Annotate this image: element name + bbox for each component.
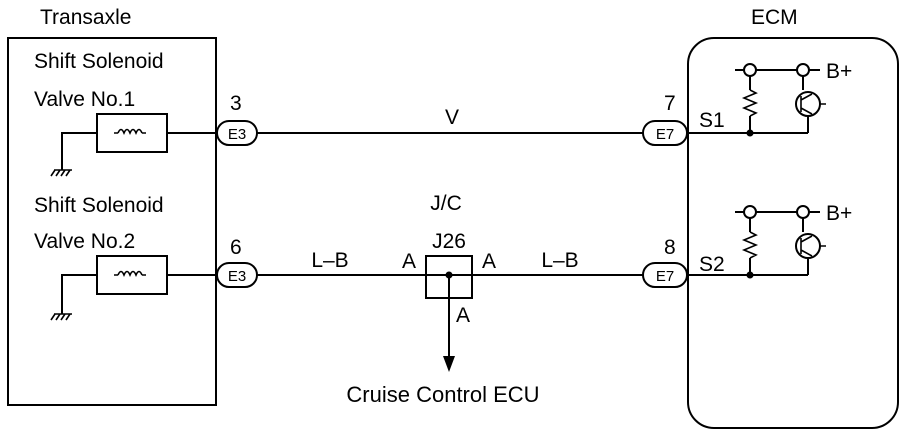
connector-e3-top-name: E3 (228, 126, 246, 143)
junction-dot-icon (746, 129, 754, 137)
terminal-circle-icon (743, 63, 757, 77)
ecm-title: ECM (751, 6, 798, 29)
junction-bottom-pin: A (456, 304, 470, 327)
transaxle-title: Transaxle (40, 6, 131, 29)
connector-e3-bottom-pin: 6 (230, 236, 242, 259)
arrow-down-icon (443, 356, 455, 372)
resistor-icon (741, 89, 759, 117)
connector-e7-top: 7 E7 (642, 92, 688, 146)
wire-top: V (257, 106, 643, 134)
wire-top-color: V (445, 106, 459, 129)
wire-bottom-right-color: L–B (541, 249, 578, 272)
junction-title: J/C (430, 192, 462, 215)
b-plus-1: B+ (826, 60, 852, 83)
driver-circuit-2: B+ (688, 202, 852, 279)
terminal-circle-icon (743, 205, 757, 219)
solenoid2-coil-icon (114, 270, 146, 278)
connector-e7-top-pin: 7 (664, 92, 676, 115)
connector-e7-top-name: E7 (656, 126, 674, 143)
connector-e3-bottom: 6 E3 (216, 236, 258, 288)
terminal-circle-icon (796, 205, 810, 219)
solenoid1-symbol (50, 113, 216, 177)
ground-icon-1 (50, 169, 72, 177)
junction-left-pin: A (402, 250, 416, 273)
terminal-s1: S1 (699, 109, 725, 132)
resistor-icon (741, 231, 759, 259)
junction-right-pin: A (482, 250, 496, 273)
terminal-circle-icon (796, 63, 810, 77)
connector-e7-bottom-name: E7 (656, 268, 674, 285)
wire-bottom: L–B L–B (257, 249, 643, 276)
driver-circuit-1: B+ (688, 60, 852, 137)
ecm-block: ECM S1 S2 B+ (687, 6, 899, 429)
junction-name: J26 (432, 230, 466, 253)
destination-label: Cruise Control ECU (346, 382, 539, 407)
ground-icon-2 (50, 313, 72, 321)
solenoid1-coil-icon (114, 128, 146, 136)
junction-connector: J/C J26 A A A Cruise Control ECU (346, 192, 539, 407)
connector-e7-bottom-pin: 8 (664, 236, 676, 259)
wire-bottom-left-color: L–B (311, 249, 348, 272)
solenoid2-label-line2: Valve No.2 (34, 230, 135, 253)
transaxle-box (7, 37, 217, 406)
connector-e3-top: 3 E3 (216, 92, 258, 146)
b-plus-2: B+ (826, 202, 852, 225)
connector-e7-bottom: 8 E7 (642, 236, 688, 288)
solenoid1-label-line2: Valve No.1 (34, 88, 135, 111)
solenoid1-label-line1: Shift Solenoid (34, 50, 164, 73)
connector-e3-top-pin: 3 (230, 92, 242, 115)
junction-dot-icon (746, 271, 754, 279)
ecm-box (687, 37, 899, 429)
solenoid2-symbol (50, 255, 216, 321)
transaxle-block: Transaxle Shift Solenoid Valve No.1 Shif… (7, 6, 217, 406)
solenoid2-label-line1: Shift Solenoid (34, 194, 164, 217)
terminal-s2: S2 (699, 253, 725, 276)
connector-e3-bottom-name: E3 (228, 268, 246, 285)
